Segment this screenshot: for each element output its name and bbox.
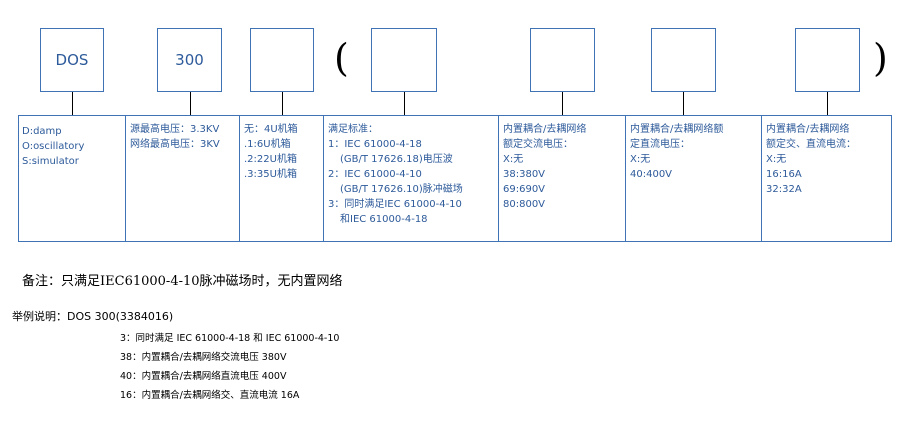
desc-line: 内置耦合/去耦网络额 xyxy=(630,124,724,135)
desc-line: 40:400V xyxy=(630,169,673,180)
column-current-description: 内置耦合/去耦网络 额定交、直流电流： X:无 16:16A 32:32A xyxy=(766,122,856,197)
desc-line: .2:22U机箱 xyxy=(244,154,297,165)
desc-line: X:无 xyxy=(766,154,787,165)
column-chassis-description: 无：4U机箱 .1:6U机箱 .2:22U机箱 .3:35U机箱 xyxy=(244,122,298,182)
open-parenthesis: ( xyxy=(334,36,349,80)
desc-line: 网络最高电压：3KV xyxy=(130,139,220,150)
description-frame xyxy=(18,115,892,242)
code-box-label: DOS xyxy=(55,51,89,69)
code-box-series: DOS xyxy=(40,28,104,92)
desc-line: 32:32A xyxy=(766,184,802,195)
code-box-chassis xyxy=(250,28,314,92)
code-box-standard xyxy=(371,28,437,92)
desc-line: 源最高电压：3.3KV xyxy=(130,124,220,135)
desc-line: .1:6U机箱 xyxy=(244,139,291,150)
desc-line: X:无 xyxy=(503,154,524,165)
desc-line: 和IEC 61000-4-18 xyxy=(340,214,428,225)
column-ac-voltage-description: 内置耦合/去耦网络 额定交流电压： X:无 38:380V 69:690V 80… xyxy=(503,122,586,212)
desc-line: (GB/T 17626.18)电压波 xyxy=(340,154,453,165)
desc-line: 3：同时满足IEC 61000-4-10 xyxy=(328,199,462,210)
desc-line: 16:16A xyxy=(766,169,802,180)
desc-line: X:无 xyxy=(630,154,651,165)
desc-line: 定直流电压： xyxy=(630,139,690,150)
desc-line: 内置耦合/去耦网络 xyxy=(503,124,587,135)
desc-line: 69:690V xyxy=(503,184,546,195)
desc-line: 额定交流电压： xyxy=(503,139,573,150)
desc-line: 38:380V xyxy=(503,169,546,180)
desc-line: D:damp xyxy=(22,126,62,137)
example-item: 38：内置耦合/去耦网络交流电压 380V xyxy=(120,352,287,363)
desc-line: 1：IEC 61000-4-18 xyxy=(328,139,422,150)
desc-line: (GB/T 17626.10)脉冲磁场 xyxy=(340,184,463,195)
example-item: 3：同时满足 IEC 61000-4-18 和 IEC 61000-4-10 xyxy=(120,333,340,344)
column-dc-voltage-description: 内置耦合/去耦网络额 定直流电压： X:无 40:400V xyxy=(630,122,723,182)
column-standard-description: 满足标准： 1：IEC 61000-4-18 (GB/T 17626.18)电压… xyxy=(328,122,463,227)
desc-line: 2：IEC 61000-4-10 xyxy=(328,169,422,180)
code-box-current xyxy=(795,28,860,92)
desc-line: 80:800V xyxy=(503,199,546,210)
desc-line: .3:35U机箱 xyxy=(244,169,297,180)
close-parenthesis: ) xyxy=(873,36,888,80)
desc-line: O:oscillatory xyxy=(22,141,85,152)
desc-line: S:simulator xyxy=(22,156,79,167)
column-series-description: D:damp O:oscillatory S:simulator xyxy=(22,124,84,169)
column-voltage-description: 源最高电压：3.3KV 网络最高电压：3KV xyxy=(130,122,220,152)
code-box-dc-voltage xyxy=(651,28,716,92)
desc-line: 内置耦合/去耦网络 xyxy=(766,124,850,135)
desc-line: 额定交、直流电流： xyxy=(766,139,856,150)
desc-line: 无：4U机箱 xyxy=(244,124,298,135)
remark-note: 备注：只满足IEC61000-4-10脉冲磁场时，无内置网络 xyxy=(22,274,343,289)
code-box-label: 300 xyxy=(175,51,204,69)
desc-line: 满足标准： xyxy=(328,124,378,135)
example-title: 举例说明：DOS 300(3384016) xyxy=(12,310,174,323)
code-box-ac-voltage xyxy=(530,28,595,92)
example-item: 40：内置耦合/去耦网络直流电压 400V xyxy=(120,371,287,382)
example-item: 16：内置耦合/去耦网络交、直流电流 16A xyxy=(120,390,300,401)
code-box-voltage: 300 xyxy=(157,28,222,92)
